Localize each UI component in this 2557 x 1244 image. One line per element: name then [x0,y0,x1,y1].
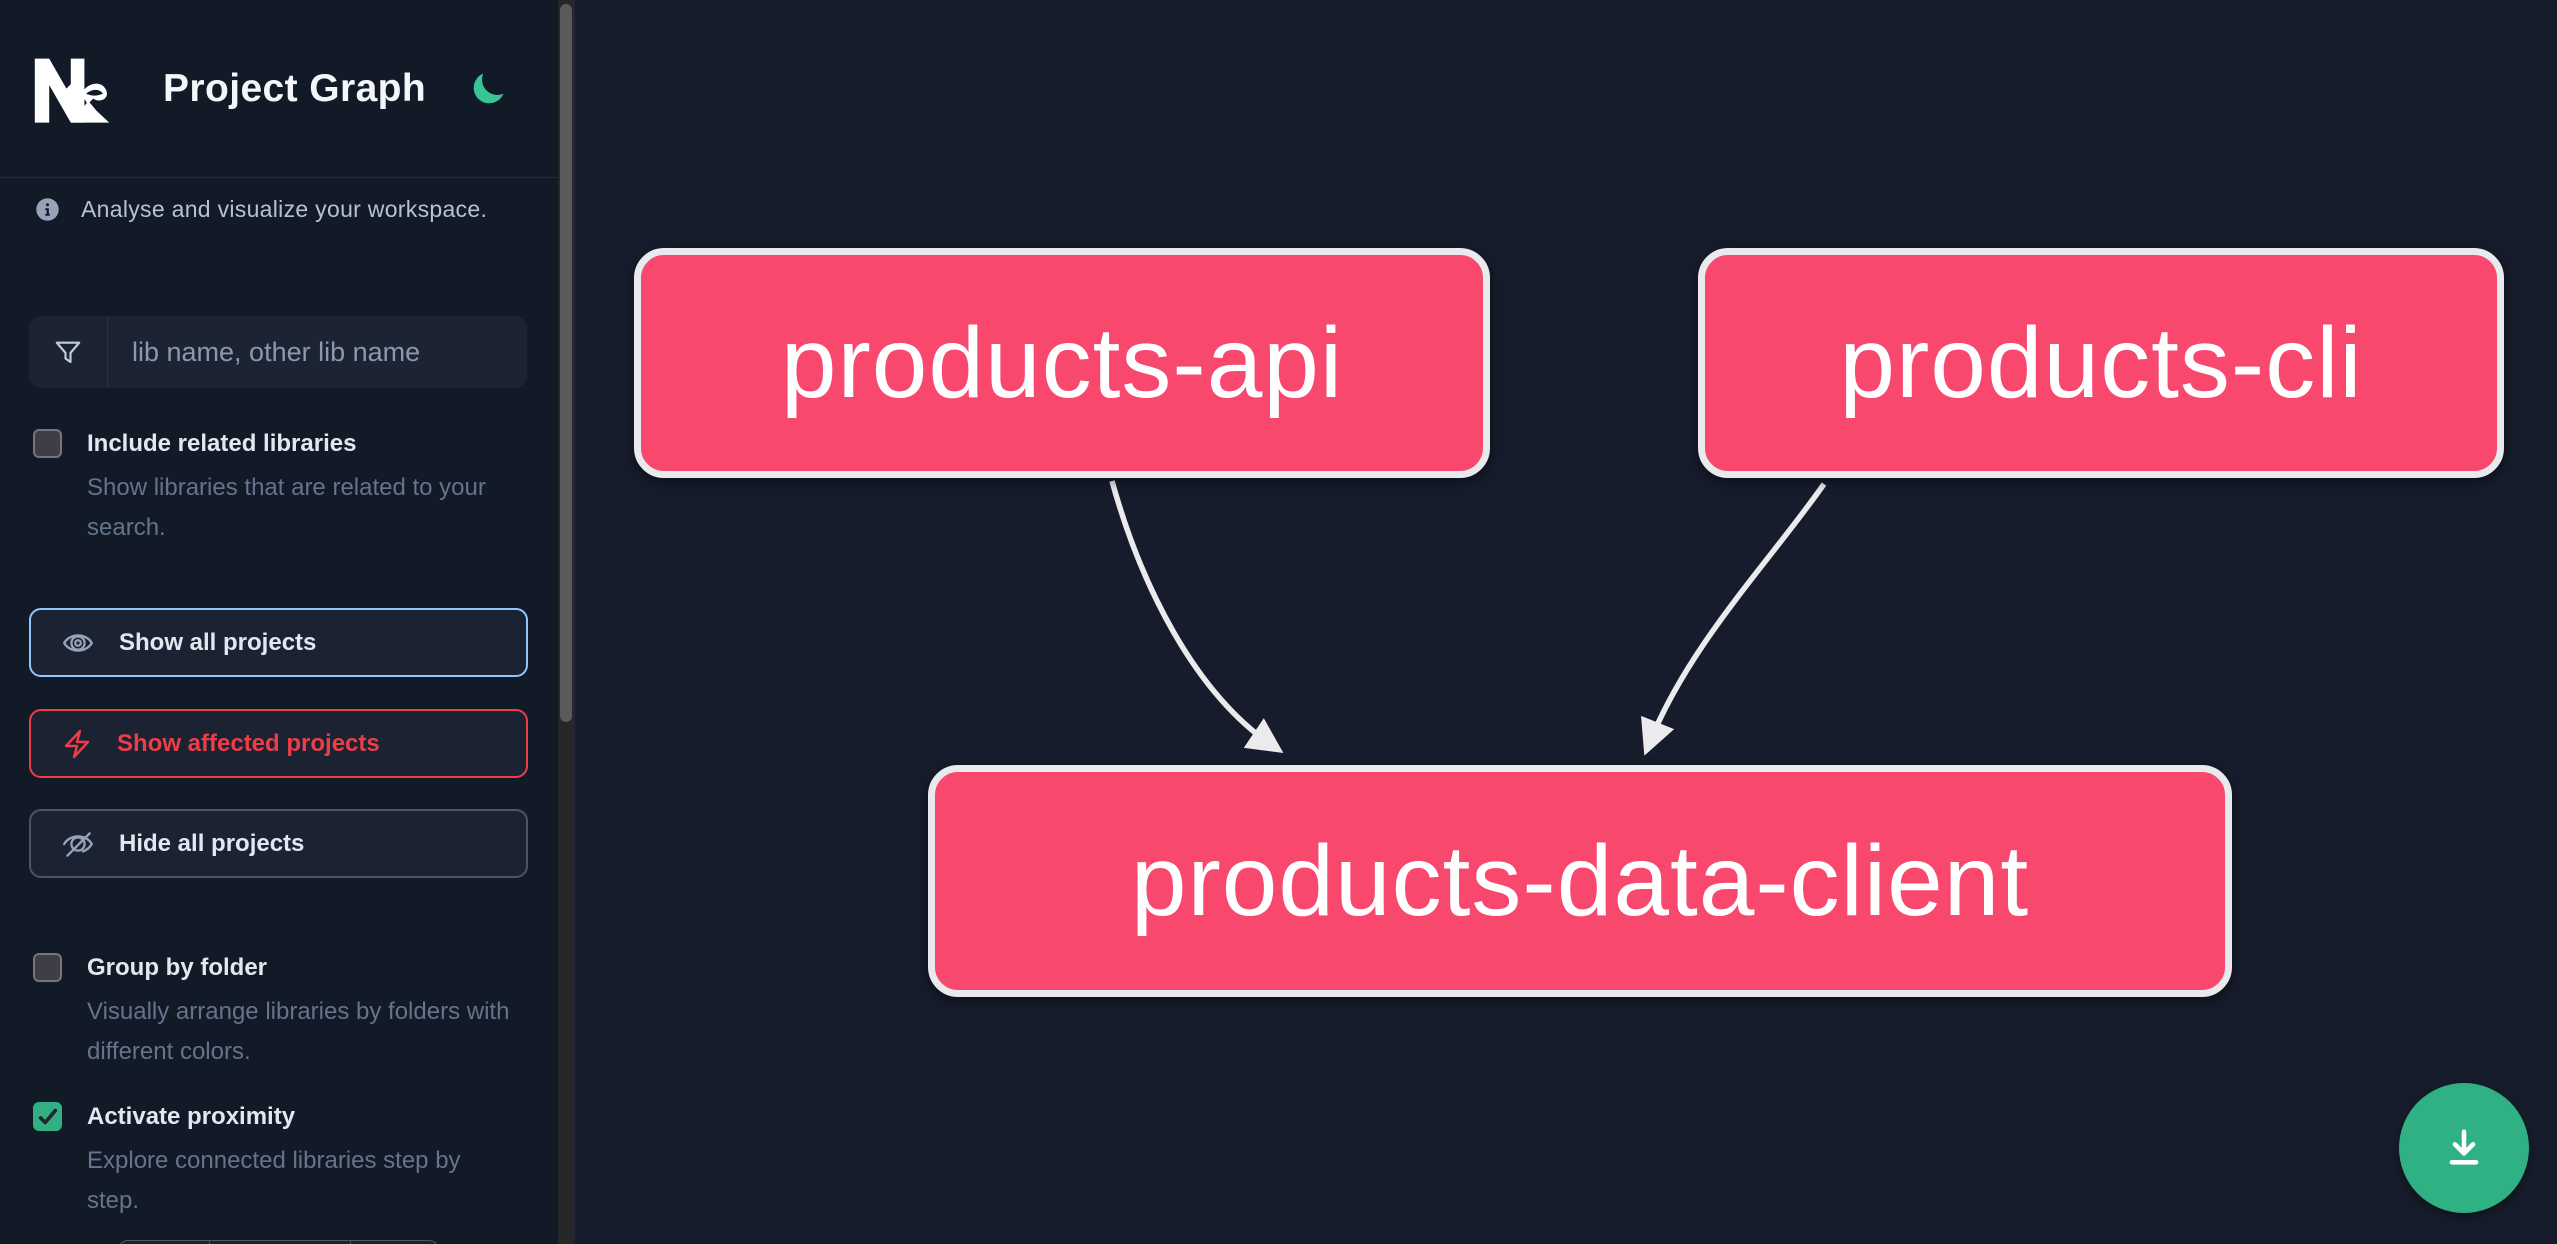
download-icon [2449,1129,2479,1165]
eye-slash-icon [63,831,94,857]
activate-proximity-checkbox[interactable] [33,1102,62,1131]
bolt-icon [64,729,90,758]
segment-button[interactable] [210,1240,351,1244]
edge-products-api-to-data-client [1109,480,1284,754]
option-group-by-folder: Group by folder Visually arrange librari… [33,951,511,1072]
edge-products-cli-to-data-client [1641,482,1827,756]
include-related-label[interactable]: Include related libraries [87,430,357,457]
group-by-folder-checkbox[interactable] [33,953,62,982]
include-related-checkbox[interactable] [33,429,62,458]
sidebar-header: Project Graph [0,0,558,178]
show-affected-projects-button[interactable]: Show affected projects [29,709,528,778]
search-input[interactable] [108,316,527,388]
graph-node-products-cli[interactable]: products-cli [1698,248,2504,478]
eye-icon [62,633,94,652]
sidebar-scrollbar[interactable] [558,0,574,1244]
moon-icon [473,73,504,103]
info-icon [36,198,59,221]
segment-button[interactable] [351,1240,439,1244]
dependency-edges [1109,480,1827,756]
activate-proximity-description: Explore connected libraries step by step… [87,1147,461,1214]
hide-all-projects-label: Hide all projects [119,829,305,857]
graph-node-products-api[interactable]: products-api [634,248,1490,478]
segment-button[interactable] [118,1240,210,1244]
group-by-folder-label[interactable]: Group by folder [87,954,267,981]
scrollbar-thumb[interactable] [560,4,572,722]
show-affected-projects-label: Show affected projects [117,729,380,757]
show-all-projects-button[interactable]: Show all projects [29,608,528,677]
option-activate-proximity: Activate proximity Explore connected lib… [33,1100,511,1221]
proximity-depth-segmented-control [118,1240,439,1244]
group-by-folder-description: Visually arrange libraries by folders wi… [87,998,510,1065]
theme-toggle-button[interactable] [468,69,508,109]
sidebar: Project Graph Analyse and visualize your… [0,0,558,1244]
option-include-related: Include related libraries Show libraries… [33,427,511,548]
show-all-projects-label: Show all projects [119,628,317,656]
workspace-tagline: Analyse and visualize your workspace. [34,196,538,223]
graph-node-products-data-client[interactable]: products-data-client [928,765,2232,997]
activate-proximity-label[interactable]: Activate proximity [87,1103,296,1130]
tagline-text: Analyse and visualize your workspace. [81,196,488,222]
filter-icon [29,316,108,388]
download-graph-button[interactable] [2399,1083,2529,1213]
page-title: Project Graph [163,66,427,110]
hide-all-projects-button[interactable]: Hide all projects [29,809,528,878]
project-graph-canvas[interactable]: products-api products-cli products-data-… [574,0,2557,1244]
include-related-description: Show libraries that are related to your … [87,474,486,541]
nx-logo-icon [34,58,110,123]
search-box [29,316,527,388]
